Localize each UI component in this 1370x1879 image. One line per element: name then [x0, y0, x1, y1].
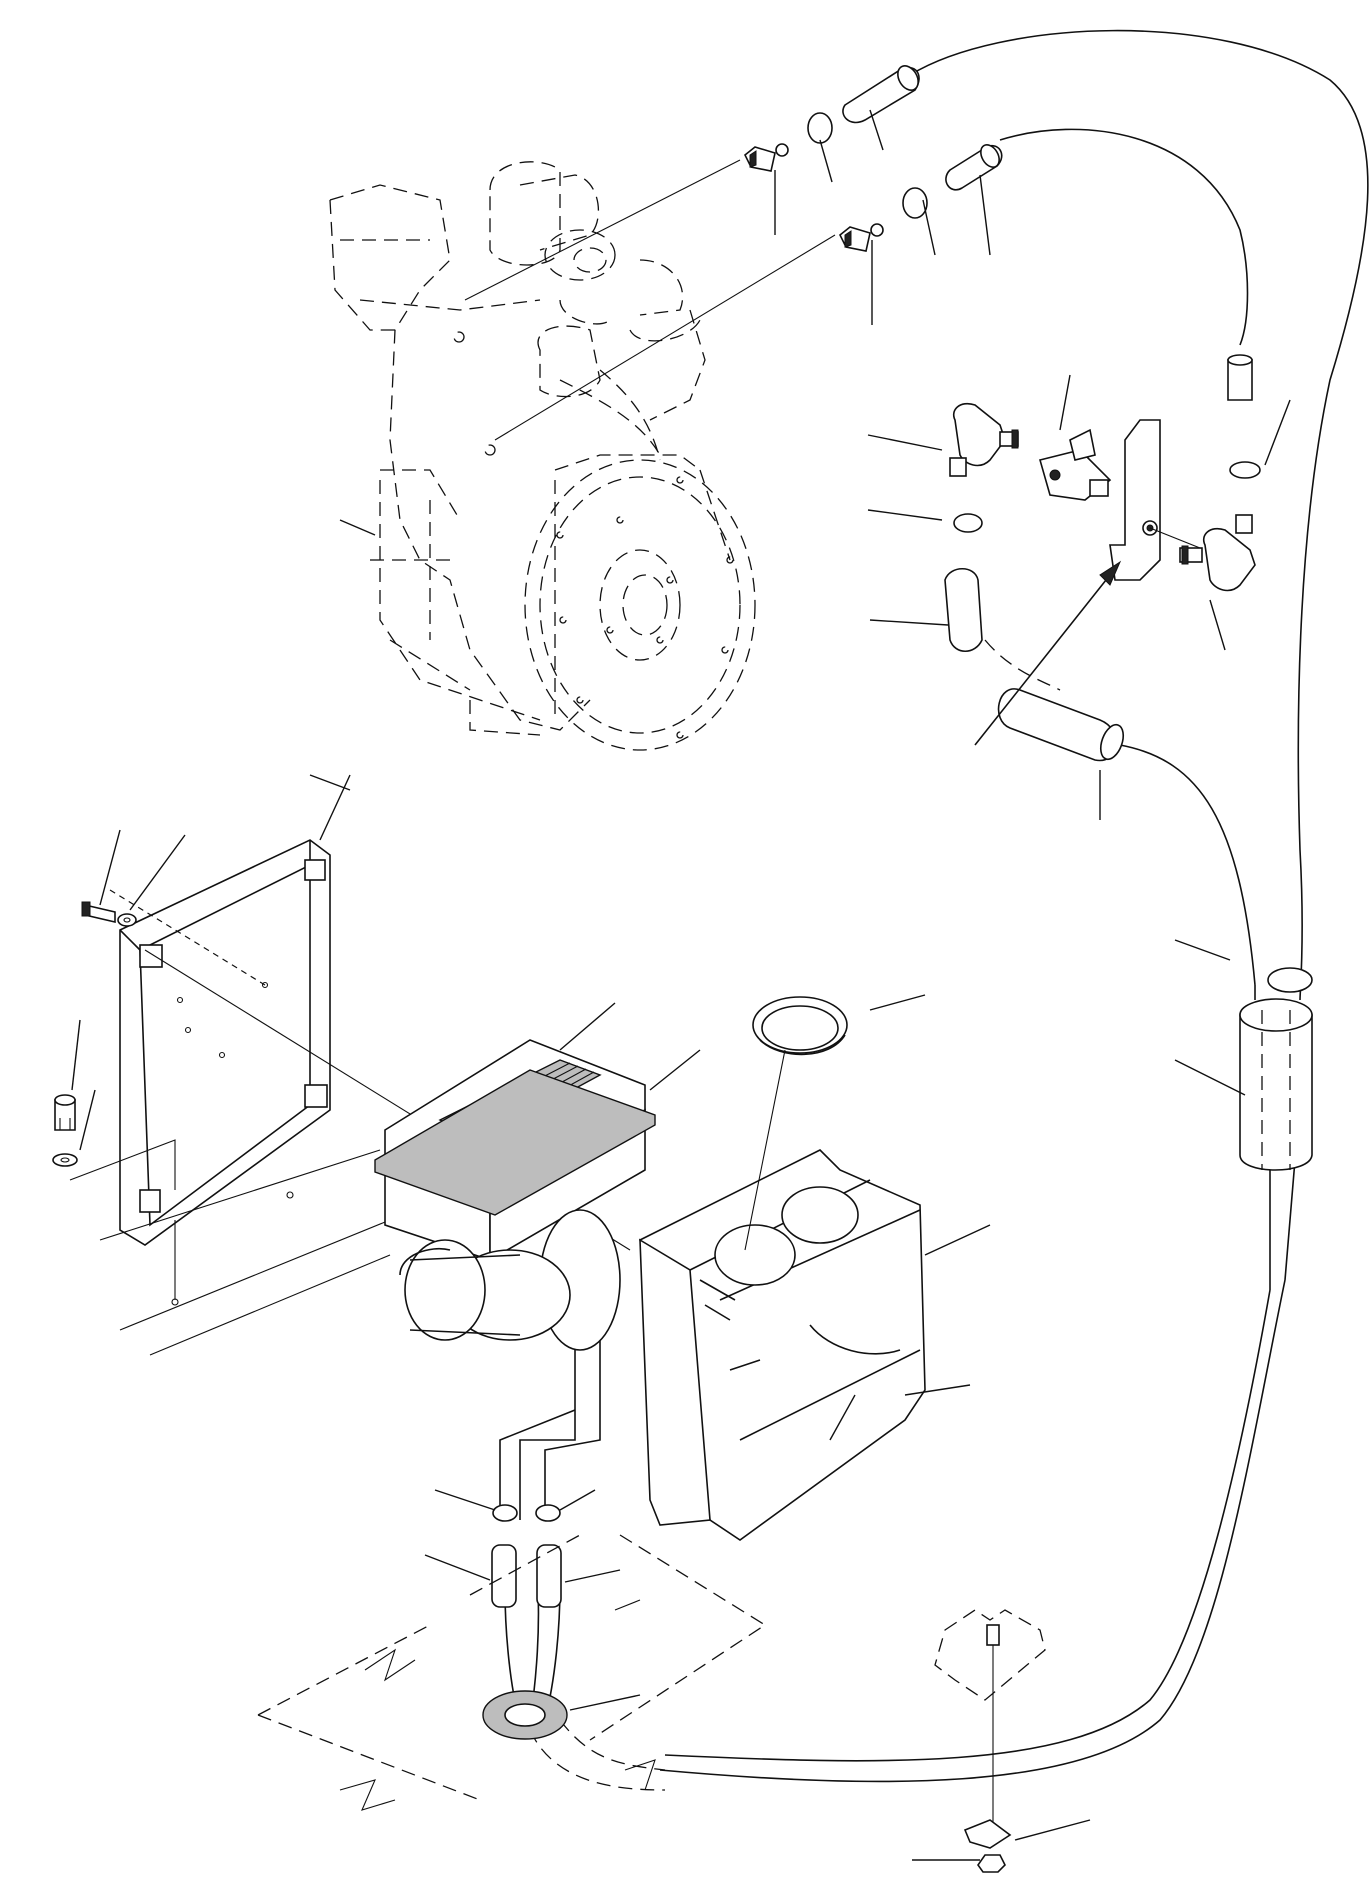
- arrow-head-icon: [1099, 560, 1122, 586]
- filler-cap-icon: [744, 996, 848, 1251]
- tank-outline-icon: [257, 1534, 767, 1811]
- engine-assembly-icon: [329, 161, 756, 751]
- grommet-icon: [482, 1690, 568, 1740]
- hose-guard-sleeve-icon: [1239, 998, 1313, 1171]
- mounting-bracket-icon: [934, 1609, 1046, 1849]
- fuel-hose-icon: [499, 29, 1369, 1791]
- air-cleaner-icon: [399, 1209, 621, 1351]
- battery-box-icon: [639, 1149, 926, 1541]
- leader-lines: [71, 109, 1291, 1861]
- fuel-hose-icon: [491, 65, 1253, 1608]
- fastener-axis: [69, 1139, 176, 1190]
- hose-fitting-icon: [464, 143, 884, 441]
- nut-icon: [977, 1854, 1006, 1873]
- floor-rail-icon: [99, 1149, 391, 1356]
- fastener-axis: [109, 889, 266, 986]
- mounting-bracket-icon: [1109, 419, 1201, 581]
- battery-icon: [374, 1039, 656, 1262]
- access-cover-panel-icon: [119, 839, 331, 1246]
- pointer-arrow: [974, 574, 1111, 746]
- hose-clamp-icon: [492, 112, 1313, 1522]
- elbow-fitting-icon: [949, 402, 1256, 592]
- shutoff-valve-icon: [1039, 428, 1112, 501]
